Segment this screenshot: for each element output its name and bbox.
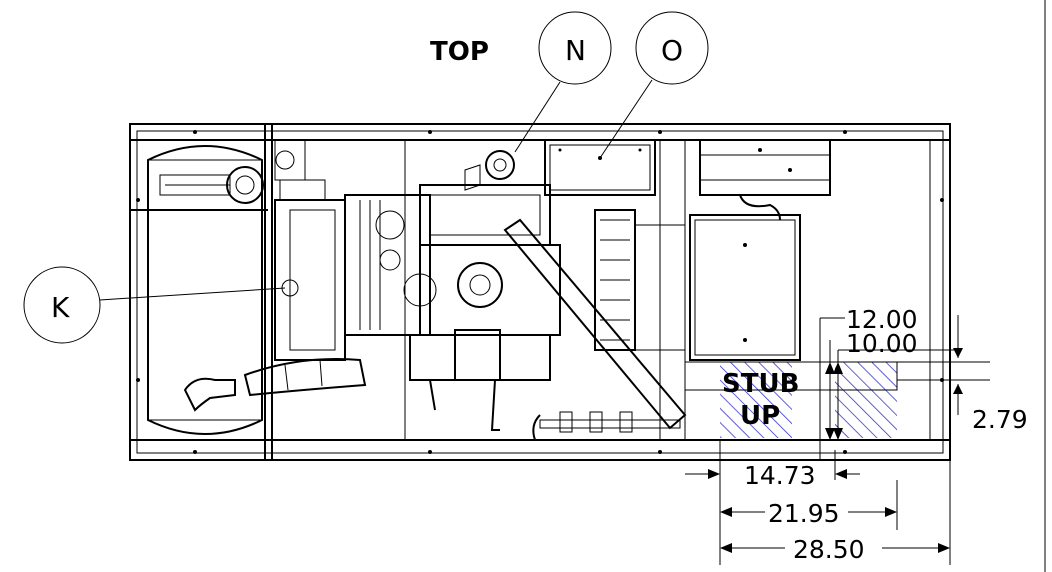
- view-label: TOP: [430, 37, 489, 67]
- dim-12-00: 12.00: [846, 305, 918, 334]
- engine-block: [344, 150, 561, 431]
- radiator: [274, 139, 346, 361]
- control-box: [699, 139, 831, 221]
- stub-up-label-line2: UP: [740, 401, 780, 431]
- fan-shroud: [594, 209, 686, 351]
- callout-o: O: [599, 11, 709, 159]
- breaker-box: [689, 214, 801, 361]
- muffler-box: [544, 139, 656, 196]
- intake-hose: [243, 358, 367, 397]
- callout-n-letter: N: [565, 34, 586, 67]
- dim-28-50: 28.50: [793, 535, 865, 564]
- dim-2-79: 2.79: [972, 405, 1028, 434]
- stub-up-label-line1: STUB: [722, 369, 799, 399]
- callout-k: K: [23, 266, 299, 344]
- callout-k-letter: K: [51, 291, 70, 324]
- dimension-lines: [685, 315, 990, 565]
- fuel-tank: [147, 145, 264, 435]
- dim-10-00: 10.00: [846, 329, 918, 358]
- dim-14-73: 14.73: [744, 461, 816, 490]
- exhaust-pipe: [503, 218, 687, 441]
- enclosure-frame: [129, 123, 951, 461]
- callout-n: N: [514, 11, 612, 153]
- stub-up-area: [684, 361, 898, 438]
- callout-o-letter: O: [661, 34, 683, 67]
- dim-21-95: 21.95: [768, 499, 840, 528]
